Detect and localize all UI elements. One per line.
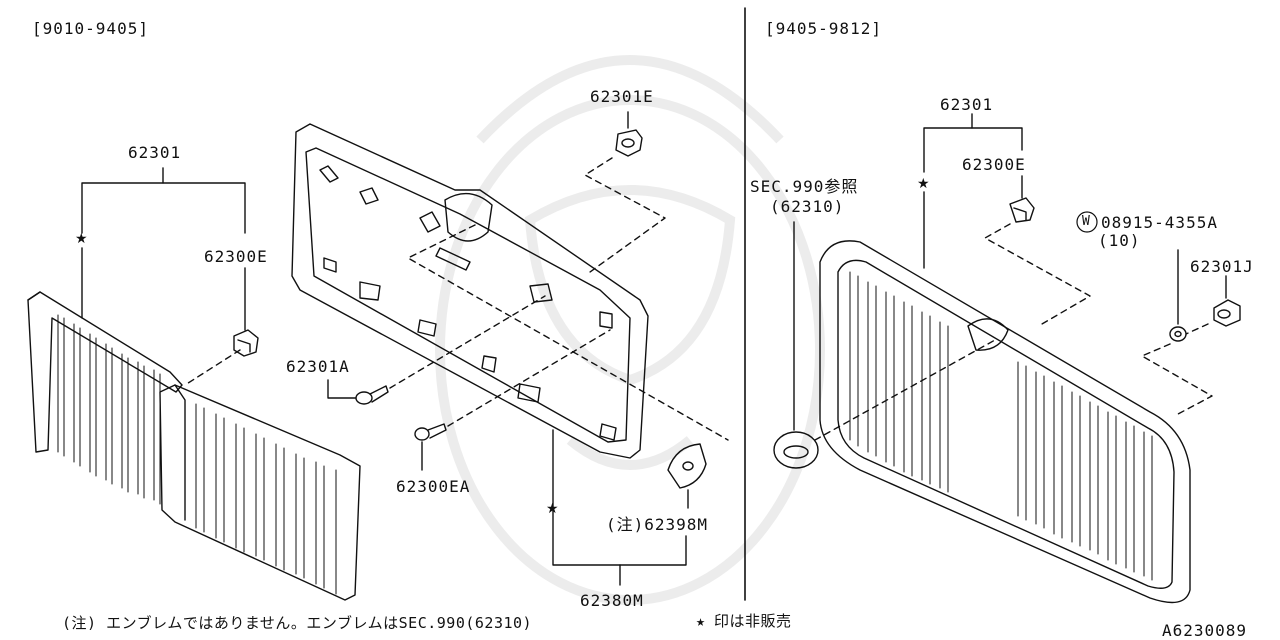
label-62301a: 62301A — [286, 357, 350, 376]
label-62310: (62310) — [770, 197, 845, 216]
range-label-right: [9405-9812] — [765, 19, 882, 38]
bracket-62301-right — [923, 127, 1023, 173]
bracket-62301-left — [81, 182, 246, 234]
label-62380m: 62380M — [580, 591, 644, 610]
nut-62301e — [615, 129, 643, 157]
label-62398m: (注)62398M — [606, 515, 709, 534]
star-marker-left: ★ — [75, 231, 88, 247]
label-62300ea: 62300EA — [396, 477, 471, 496]
label-62301j: 62301J — [1190, 257, 1254, 276]
washer-symbol-circle — [1076, 211, 1098, 233]
label-62301e: 62301E — [590, 87, 654, 106]
screw-62301a — [355, 385, 389, 405]
bolt-62301j — [1213, 299, 1241, 327]
clip-62300e-right — [1009, 197, 1035, 223]
emblem-62398m — [667, 443, 707, 489]
label-washer-w: W — [1082, 214, 1091, 229]
bracket-62380m — [552, 429, 687, 566]
label-62300e-right: 62300E — [962, 155, 1026, 174]
label-washer-qty: (10) — [1098, 231, 1141, 250]
range-label-left: [9010-9405] — [32, 19, 149, 38]
legend-text: 印は非販売 — [714, 612, 792, 630]
label-62301-right: 62301 — [940, 95, 994, 114]
legend-star: ★ — [696, 612, 706, 630]
label-62300e-left: 62300E — [204, 247, 268, 266]
right-grille-part — [819, 240, 1191, 604]
frame-62380m — [291, 123, 649, 459]
emblem-62310 — [773, 431, 819, 469]
footer-note: (注) エンブレムではありません。エンブレムはSEC.990(62310) — [62, 614, 533, 632]
clip-62300ea — [414, 423, 447, 441]
left-grille-part — [27, 291, 361, 601]
label-62301-left: 62301 — [128, 143, 182, 162]
label-08915-4355a: 08915-4355A — [1101, 213, 1218, 232]
diagram-id: A6230089 — [1162, 621, 1248, 640]
washer-08915 — [1169, 326, 1187, 342]
star-marker-62380m: ★ — [546, 501, 559, 517]
label-sec990-ref: SEC.990参照 — [750, 177, 859, 196]
clip-62300e-left — [233, 329, 259, 357]
star-marker-right: ★ — [917, 176, 930, 192]
